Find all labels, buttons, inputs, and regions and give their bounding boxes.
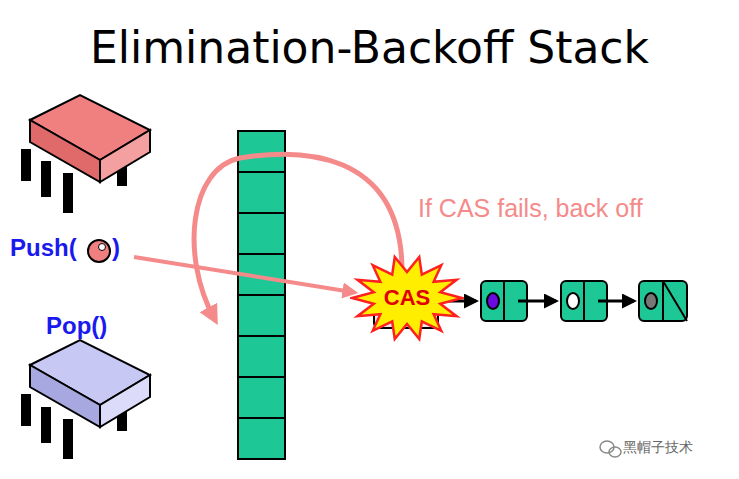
elimination-array: [238, 131, 285, 459]
title: Elimination-Backoff Stack: [0, 22, 739, 73]
array-cell: [238, 131, 285, 172]
note: If CAS fails, back off: [418, 194, 643, 223]
operation-label: Push(: [10, 234, 77, 262]
array-cell: [238, 172, 285, 213]
array-cell: [238, 295, 285, 336]
pushed-item: [88, 240, 110, 262]
array-cell: [238, 377, 285, 418]
cas-burst: CAS: [350, 254, 464, 342]
watermark: 黑帽子技术: [623, 439, 693, 457]
array-cell: [238, 213, 285, 254]
operation-label: ): [112, 234, 120, 262]
node-text: CAS: [384, 285, 430, 311]
watermark-icon: [600, 441, 621, 457]
array-cell: [238, 418, 285, 459]
array-cell: [238, 336, 285, 377]
cpu-chip: [22, 95, 150, 212]
push-arrow: [134, 257, 352, 292]
operation-label: Pop(): [46, 312, 107, 340]
cpu-chip: [22, 340, 150, 458]
